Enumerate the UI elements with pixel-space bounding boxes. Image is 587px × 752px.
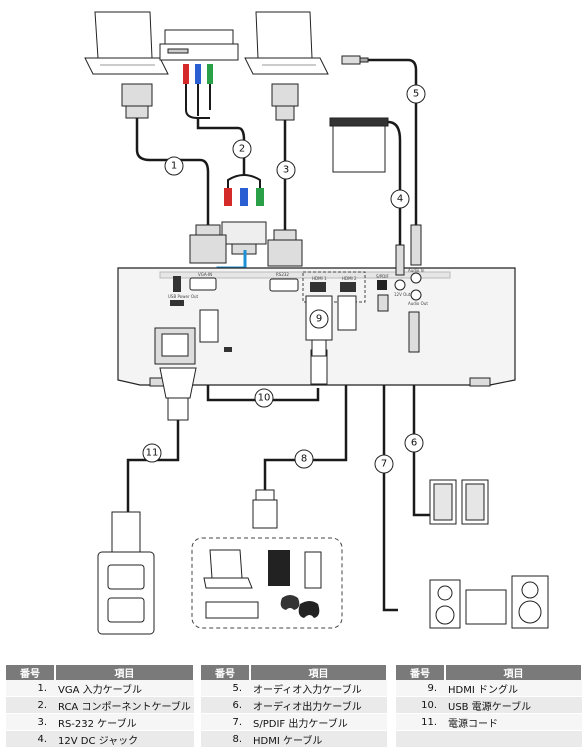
hdmi-sources-group — [191, 537, 343, 629]
connection-diagram: VGA-IN USB Power Out RS232 HDMI 1 HDMI 2… — [84, 11, 549, 635]
rs232-connector-mid — [267, 229, 303, 267]
audio-plugs — [377, 224, 422, 353]
svg-text:9: 9 — [316, 314, 322, 325]
callout-5: 5 — [406, 84, 426, 104]
rs232-connector-top — [271, 83, 299, 121]
legend-table-3: 番号項目 9.HDMI ドングル 10.USB 電源ケーブル 11.電源コード — [396, 665, 583, 748]
legend-row: 6.オーディオ出力ケーブル — [201, 696, 387, 714]
power-inlet — [154, 327, 196, 365]
port-label-hdmi2: HDMI 2 — [342, 276, 357, 281]
callout-1: 1 — [164, 156, 184, 176]
vga-connector-top — [121, 83, 153, 119]
wall-outlet-icon — [97, 511, 155, 635]
port-label-vga: VGA-IN — [198, 272, 212, 277]
stereo-system-icon — [429, 575, 549, 629]
svg-text:4: 4 — [397, 194, 403, 205]
port-label-dc: 12V Out — [394, 292, 411, 297]
legend-header-item: 項目 — [445, 665, 583, 680]
svg-text:10: 10 — [258, 393, 271, 404]
svg-text:1: 1 — [171, 161, 177, 172]
legend-row: 10.USB 電源ケーブル — [396, 696, 582, 714]
speakers-icon — [429, 479, 489, 525]
legend-row: 1.VGA 入力ケーブル — [6, 680, 194, 697]
svg-text:7: 7 — [381, 459, 387, 470]
audio-jack-top — [341, 55, 369, 65]
callout-6: 6 — [404, 433, 424, 453]
legend-table-1: 番号項目 1.VGA 入力ケーブル 2.RCA コンポーネントケーブル 3.RS… — [6, 665, 195, 748]
svg-text:6: 6 — [411, 438, 417, 449]
projection-screen-icon — [329, 117, 389, 173]
svg-text:2: 2 — [239, 144, 245, 155]
port-label-spdif: S/PDIF — [376, 274, 390, 279]
legend-row: 9.HDMI ドングル — [396, 680, 582, 697]
svg-text:5: 5 — [413, 89, 419, 100]
port-label-rs232: RS232 — [276, 272, 289, 277]
callout-11: 11 — [142, 443, 162, 463]
port-label-usb: USB Power Out — [168, 294, 199, 299]
legend-row — [396, 730, 582, 748]
callout-2: 2 — [232, 139, 252, 159]
port-label-audio-in: Audio In — [408, 268, 425, 273]
legend-row: 5.オーディオ入力ケーブル — [201, 680, 387, 697]
legend-header-number: 番号 — [396, 665, 446, 680]
legend-row: 7.S/PDIF 出力ケーブル — [201, 713, 387, 731]
legend-table-2: 番号項目 5.オーディオ入力ケーブル 6.オーディオ出力ケーブル 7.S/PDI… — [201, 665, 388, 748]
callout-9: 9 — [309, 309, 329, 329]
port-label-audio-out: Audio Out — [408, 301, 428, 306]
svg-text:11: 11 — [146, 448, 159, 459]
legend-header-item: 項目 — [55, 665, 195, 680]
vga-connector-mid — [189, 224, 227, 264]
legend-header-number: 番号 — [6, 665, 56, 680]
callout-3: 3 — [276, 160, 296, 180]
port-labels: VGA-IN USB Power Out RS232 HDMI 1 HDMI 2… — [168, 268, 428, 306]
svg-text:8: 8 — [301, 454, 307, 465]
legend-header-item: 項目 — [250, 665, 388, 680]
laptop-vga-source-icon — [84, 11, 169, 75]
legend-row: 4.12V DC ジャック — [6, 730, 194, 748]
dvd-player-icon — [159, 29, 239, 61]
callouts: 1 2 3 4 5 6 7 8 9 10 11 — [142, 84, 426, 474]
svg-text:3: 3 — [283, 165, 289, 176]
laptop-rs232-source-icon — [244, 11, 329, 75]
callout-4: 4 — [390, 189, 410, 209]
callout-10: 10 — [254, 388, 274, 408]
power-cord-plug — [159, 367, 197, 421]
projector-ports — [170, 271, 422, 352]
hdmi-plug — [252, 489, 278, 529]
legend-row: 11.電源コード — [396, 713, 582, 731]
legend-row: 8.HDMI ケーブル — [201, 730, 387, 748]
legend-row: 3.RS-232 ケーブル — [6, 713, 194, 731]
rca-plugs-top — [183, 64, 213, 119]
legend-header-number: 番号 — [201, 665, 251, 680]
callout-8: 8 — [294, 449, 314, 469]
port-label-hdmi1: HDMI 1 — [312, 276, 327, 281]
rca-component-adapter — [221, 174, 267, 255]
callout-7: 7 — [374, 454, 394, 474]
legend-row: 2.RCA コンポーネントケーブル — [6, 696, 194, 714]
